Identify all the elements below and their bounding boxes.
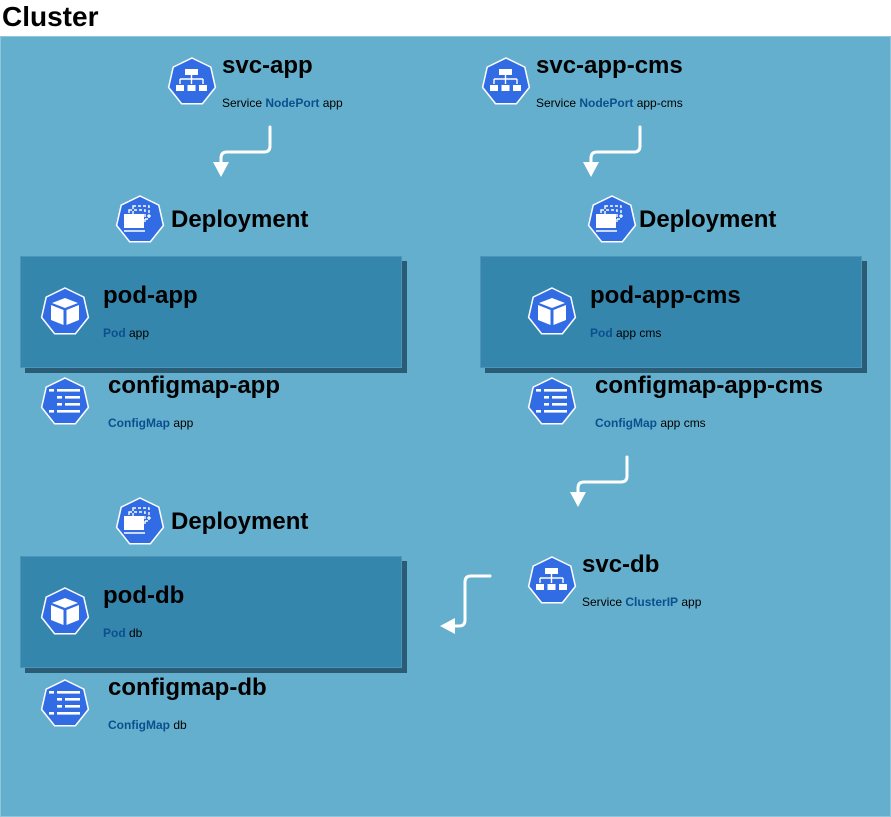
- configmap-icon: [526, 376, 578, 428]
- deployment-icon: [586, 194, 638, 246]
- configmap-kind: ConfigMap: [108, 718, 170, 732]
- pod-kind: Pod: [590, 326, 613, 340]
- pod-description: Pod db: [103, 626, 143, 640]
- service-icon: [166, 56, 218, 108]
- arrow-svc-db-to-pod-db: [449, 574, 492, 628]
- service-description: Service ClusterIP app: [582, 595, 702, 609]
- service-name: svc-app: [222, 52, 313, 79]
- pod-name: pod-app-cms: [590, 282, 741, 309]
- deployment-icon: [114, 194, 166, 246]
- service-description: Service NodePort app: [222, 96, 343, 110]
- configmap-name: configmap-db: [108, 674, 267, 701]
- pod-icon: [39, 286, 91, 338]
- configmap-kind: ConfigMap: [108, 416, 170, 430]
- service-type: NodePort: [579, 96, 634, 110]
- configmap-icon: [39, 678, 91, 730]
- deployment-label: Deployment: [171, 508, 309, 535]
- arrow-head-4: [440, 618, 455, 634]
- arrow-head-2: [583, 162, 599, 177]
- configmap-kind: ConfigMap: [595, 416, 657, 430]
- configmap-description: ConfigMap app: [108, 416, 194, 430]
- service-type: NodePort: [265, 96, 320, 110]
- arrow-svc-app-to-deployment: [219, 125, 272, 168]
- pod-kind: Pod: [103, 626, 126, 640]
- deployment-label: Deployment: [171, 206, 309, 233]
- service-type: ClusterIP: [625, 595, 679, 609]
- deployment-icon: [114, 496, 166, 548]
- service-icon: [480, 56, 532, 108]
- arrow-configmap-app-cms-to-svc-db: [576, 455, 629, 498]
- arrow-head-3: [570, 492, 586, 507]
- configmap-name: configmap-app: [108, 372, 280, 399]
- configmap-icon: [39, 376, 91, 428]
- pod-name: pod-db: [103, 582, 185, 609]
- pod-kind: Pod: [103, 326, 126, 340]
- configmap-description: ConfigMap db: [108, 718, 187, 732]
- cluster-container: [0, 36, 891, 817]
- service-name: svc-app-cms: [536, 52, 683, 79]
- service-icon: [526, 555, 578, 607]
- cluster-title: Cluster: [2, 1, 99, 32]
- pod-icon: [526, 286, 578, 338]
- configmap-description: ConfigMap app cms: [595, 416, 706, 430]
- arrow-svc-app-cms-to-deployment: [589, 125, 642, 168]
- service-description: Service NodePort app-cms: [536, 96, 683, 110]
- arrow-head-1: [213, 162, 229, 177]
- pod-description: Pod app: [103, 326, 150, 340]
- service-name: svc-db: [582, 551, 660, 578]
- deployment-label: Deployment: [639, 206, 777, 233]
- pod-name: pod-app: [103, 282, 198, 309]
- configmap-name: configmap-app-cms: [595, 372, 824, 399]
- pod-description: Pod app cms: [590, 326, 662, 340]
- pod-icon: [39, 586, 91, 638]
